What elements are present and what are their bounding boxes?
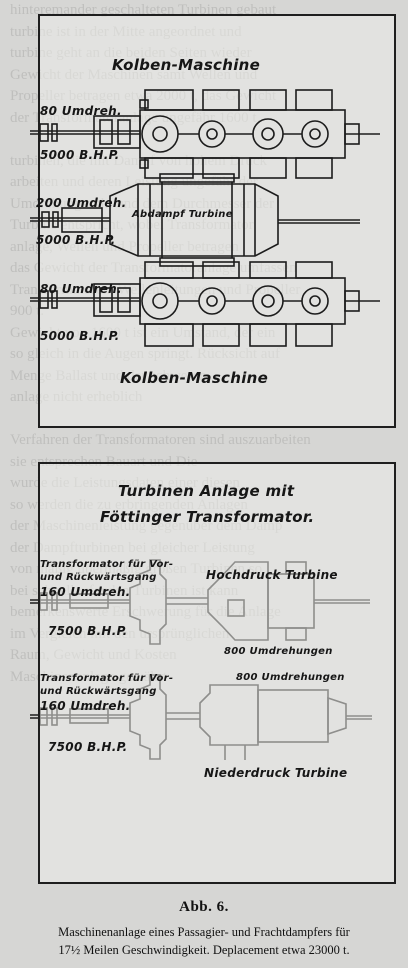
top-panel-footer: Kolben-Maschine (120, 369, 269, 387)
unit1-transformer-label-2: und Rückwärtsgang (40, 572, 157, 583)
bottom-panel-heading-line2: Föttinger Transformator. (100, 508, 315, 526)
low-pressure-turbine-label: Niederdruck Turbine (204, 766, 348, 780)
figure-caption-line1: Maschinenanlage eines Passagier- und Fra… (58, 925, 350, 939)
unit2-speed: 160 Umdreh. (40, 699, 131, 713)
unit1-turbine-speed: 800 Umdrehungen (224, 646, 333, 657)
unit1-power: 7500 B.H.P. (48, 624, 128, 638)
engine1-power: 5000 B.H.P. (40, 148, 120, 162)
engine2-speed: 80 Umdreh. (40, 282, 122, 296)
figure-number: Abb. 6. (179, 899, 229, 915)
high-pressure-turbine-label: Hochdruck Turbine (206, 568, 338, 582)
turbine-transformer-panel (38, 462, 396, 884)
engine1-speed: 80 Umdreh. (40, 104, 122, 118)
reciprocating-engine-2 (30, 261, 380, 347)
engine2-power: 5000 B.H.P. (40, 329, 120, 343)
exhaust-turbine (30, 173, 360, 267)
unit2-power: 7500 B.H.P. (48, 740, 128, 754)
unit2-turbine-speed: 800 Umdrehungen (236, 672, 345, 683)
bottom-panel-heading-line1: Turbinen Anlage mit (118, 482, 295, 500)
turbine-speed: 200 Umdreh. (36, 196, 127, 210)
reciprocating-engine-1 (30, 89, 380, 179)
unit1-speed: 160 Umdreh. (40, 585, 131, 599)
unit2-transformer-label-1: Transformator für Vor- (40, 673, 174, 684)
figure-caption-line2: 17½ Meilen Geschwindigkeit. Deplacement … (58, 943, 350, 957)
unit2-transformer-label-2: und Rückwärtsgang (40, 686, 157, 697)
exhaust-turbine-label: Abdampf Turbine (132, 209, 233, 220)
top-panel-heading: Kolben-Maschine (112, 56, 261, 74)
turbine-power: 5000 B.H.P. (36, 233, 116, 247)
unit1-transformer-label-1: Transformator für Vor- (40, 559, 174, 570)
